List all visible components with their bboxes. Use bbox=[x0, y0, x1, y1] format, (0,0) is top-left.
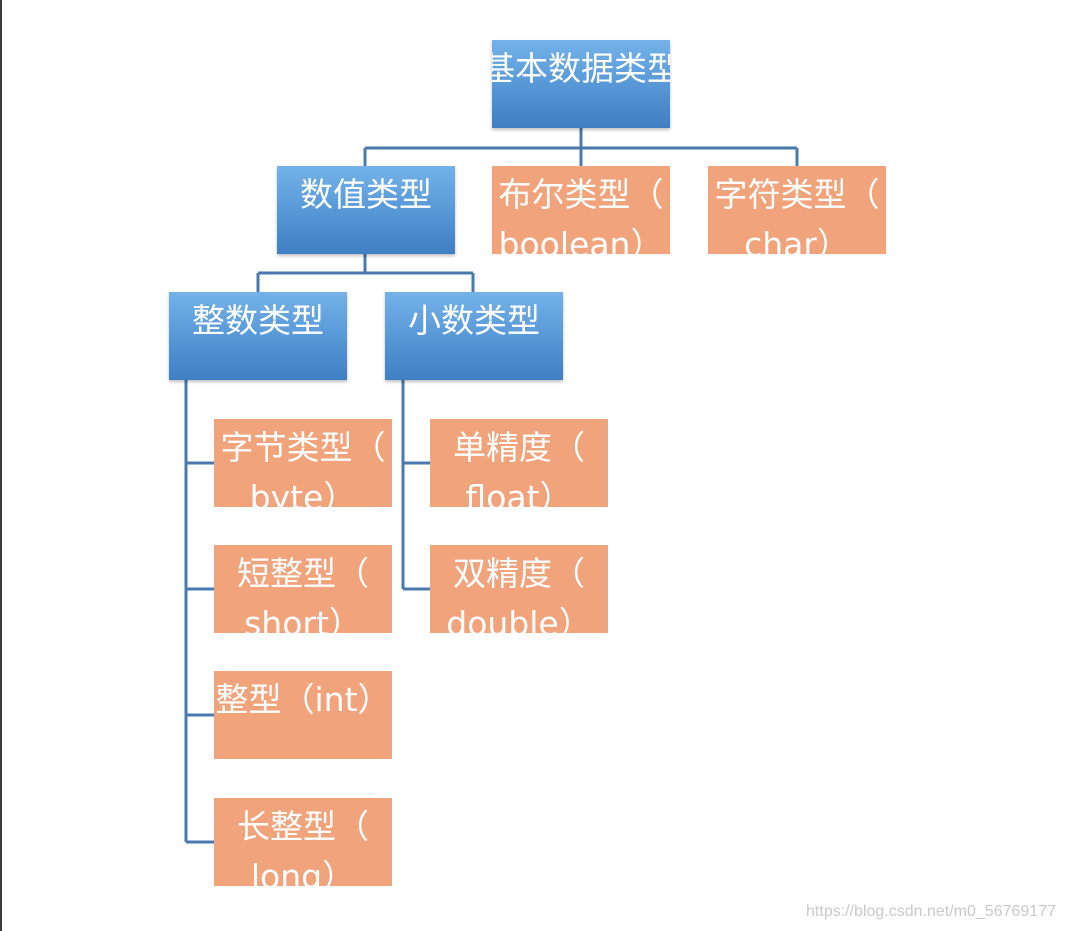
node-long-line1: 长整型（ bbox=[237, 807, 369, 846]
node-char: 字符类型（ char） bbox=[708, 166, 886, 254]
node-long-line2: long） bbox=[250, 857, 356, 886]
node-int: 整型（int） bbox=[214, 671, 392, 759]
node-root: 基本数据类型 bbox=[492, 40, 670, 128]
node-double-line2: double） bbox=[446, 604, 592, 633]
node-short: 短整型（ short） bbox=[214, 545, 392, 633]
node-byte-line2: byte） bbox=[249, 478, 357, 507]
node-int-label: 整型（int） bbox=[215, 680, 391, 719]
node-boolean-line2: boolean） bbox=[498, 225, 664, 254]
node-float-line1: 单精度（ bbox=[453, 428, 585, 467]
node-double: 双精度（ double） bbox=[430, 545, 608, 633]
node-char-line2: char） bbox=[744, 225, 850, 254]
node-boolean-line1: 布尔类型（ bbox=[498, 175, 664, 214]
watermark: https://blog.csdn.net/m0_56769177 bbox=[806, 903, 1056, 920]
node-float: 单精度（ float） bbox=[430, 419, 608, 507]
node-byte: 字节类型（ byte） bbox=[214, 419, 392, 507]
node-long: 长整型（ long） bbox=[214, 798, 392, 886]
node-char-line1: 字符类型（ bbox=[714, 175, 880, 214]
node-short-line2: short） bbox=[244, 604, 362, 633]
node-double-line1: 双精度（ bbox=[453, 554, 585, 593]
node-float-line2: float） bbox=[465, 478, 573, 507]
node-decimal-label: 小数类型 bbox=[408, 301, 540, 340]
node-root-label: 基本数据类型 bbox=[492, 49, 670, 88]
node-decimal: 小数类型 bbox=[385, 292, 563, 380]
node-numeric: 数值类型 bbox=[277, 166, 455, 254]
left-border bbox=[0, 0, 2, 931]
node-numeric-label: 数值类型 bbox=[300, 175, 432, 214]
node-integer: 整数类型 bbox=[169, 292, 347, 380]
node-byte-line1: 字节类型（ bbox=[220, 428, 386, 467]
node-short-line1: 短整型（ bbox=[237, 554, 369, 593]
node-boolean: 布尔类型（ boolean） bbox=[492, 166, 670, 254]
node-integer-label: 整数类型 bbox=[192, 301, 324, 340]
